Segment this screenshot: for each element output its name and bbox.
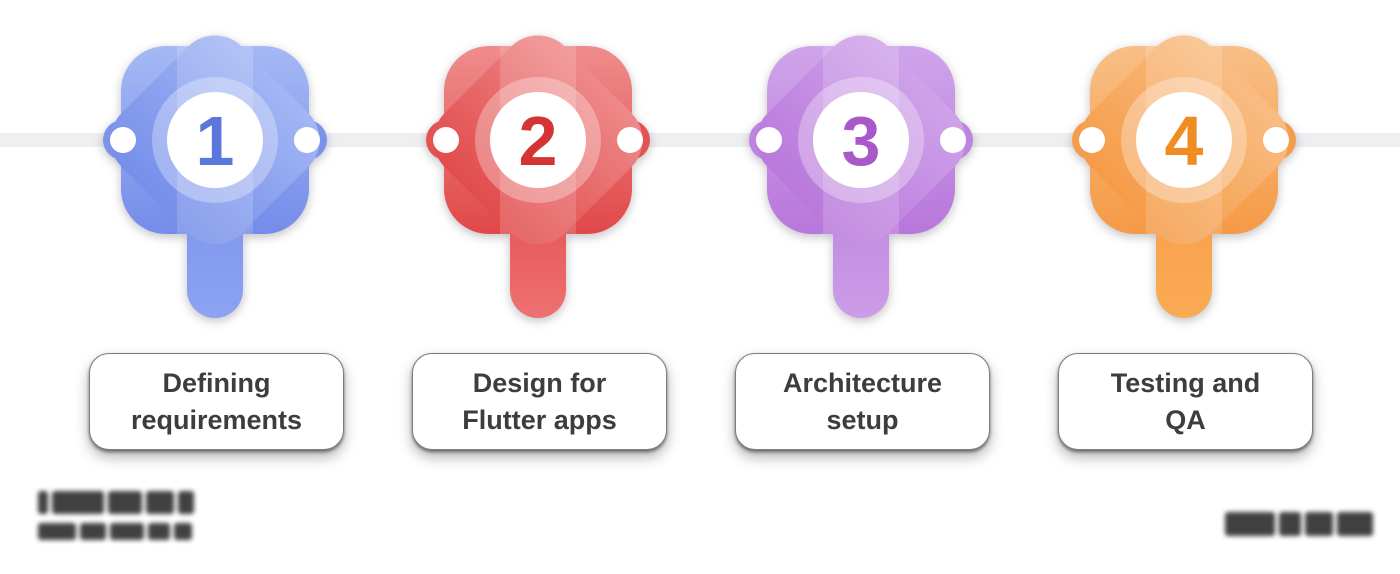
watermark-right-line-1 [1225,512,1373,536]
step-label-line-2: requirements [130,404,303,435]
step-number: 2 [519,102,558,180]
number-circle [167,92,263,188]
timeline-connector [0,133,1400,147]
connector-dot-left [110,127,136,153]
step-label-line-2: Flutter apps [462,404,617,435]
number-circle [1136,92,1232,188]
number-circle [813,92,909,188]
number-circle [490,92,586,188]
watermark-right-logo [1225,512,1373,536]
step-number: 4 [1165,102,1204,180]
step-label-line-1: Defining [162,367,271,398]
connector-dot-left [433,127,459,153]
step-number: 1 [196,102,235,180]
step-blob-graphic: 4 [1072,19,1296,318]
connector-dot-right [294,127,320,153]
connector-dot-right [1263,127,1289,153]
watermark-left-line-1 [38,491,194,514]
step-label-line-1: Design for [472,367,607,398]
step-number: 3 [842,102,881,180]
step-module-4: 4 [1064,0,1304,328]
step-blob-graphic: 1 [103,19,327,318]
step-label-card-1: Defining requirements [89,353,344,450]
step-module-1: 1 [95,0,335,328]
watermark-left-logo [38,491,194,540]
connector-dot-left [756,127,782,153]
connector-dot-left [1079,127,1105,153]
step-label-card-3: Architecture setup [735,353,990,450]
step-module-2: 2 [418,0,658,328]
watermark-left-line-2 [38,523,194,540]
step-blob-graphic: 3 [749,19,973,318]
step-blob-graphic: 2 [426,19,650,318]
connector-dot-right [940,127,966,153]
step-module-3: 3 [741,0,981,328]
step-label-line-1: Architecture [782,367,943,398]
step-label-line-1: Testing and [1110,367,1261,398]
step-label-line-2: setup [826,404,899,435]
step-label-line-2: QA [1165,404,1206,435]
connector-dot-right [617,127,643,153]
step-label-card-2: Design for Flutter apps [412,353,667,450]
step-label-card-4: Testing and QA [1058,353,1313,450]
